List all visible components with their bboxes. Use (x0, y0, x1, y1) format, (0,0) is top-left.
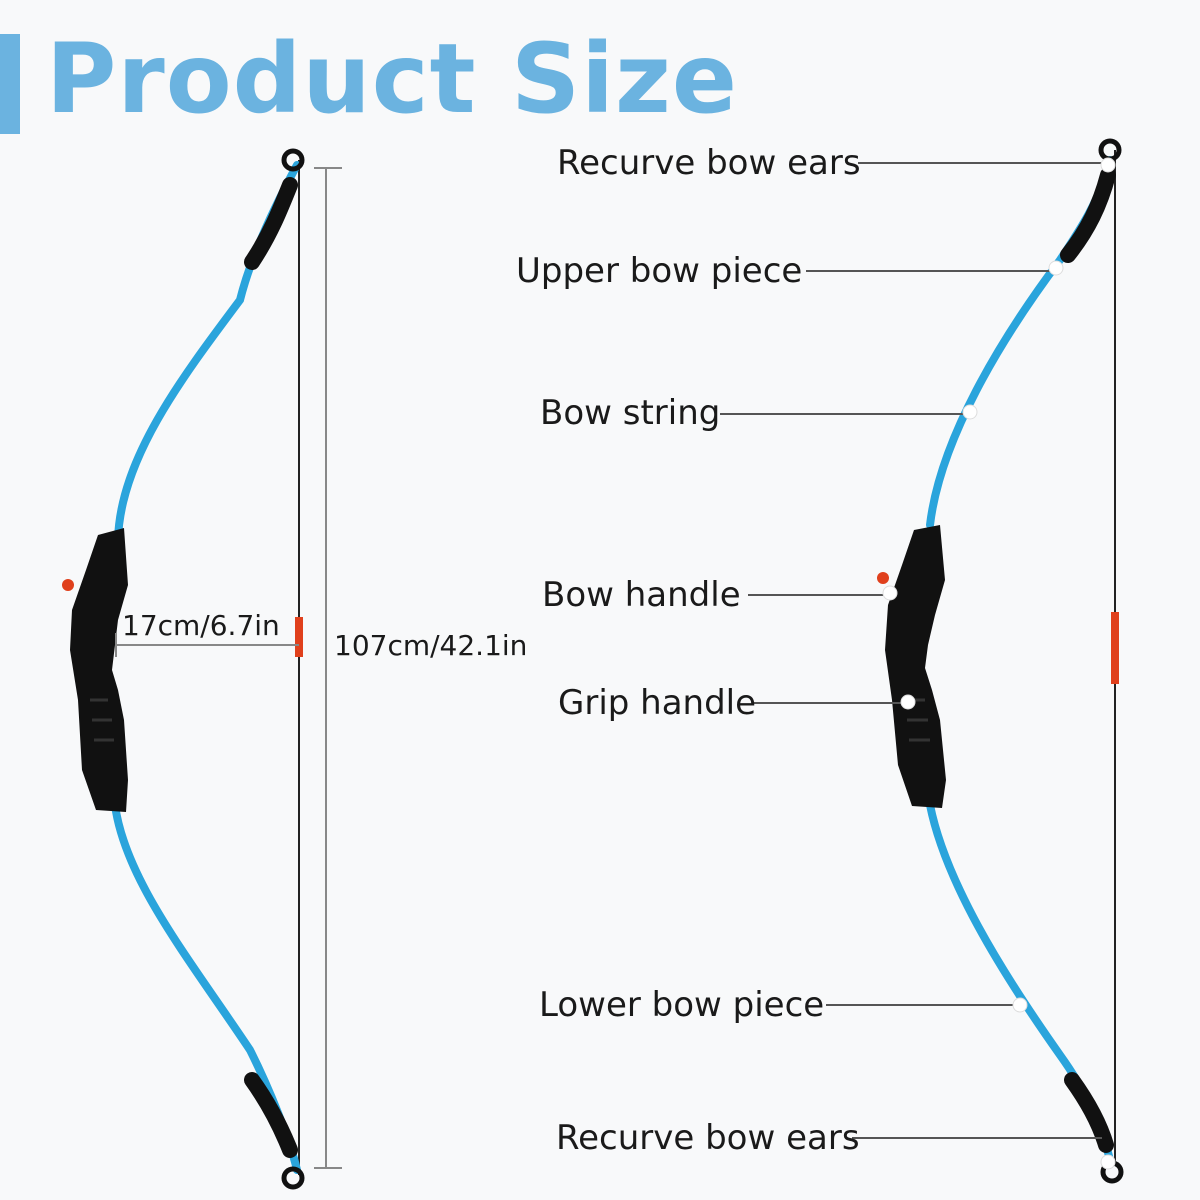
label-bow-handle: Bow handle (542, 575, 741, 615)
label-grip-handle: Grip handle (558, 683, 757, 723)
left-bottom-tip (244, 1072, 298, 1158)
left-top-ear (281, 148, 305, 172)
left-arrow-rest (62, 579, 74, 591)
marker-recurve-bottom (1100, 1154, 1116, 1170)
marker-grip (900, 694, 916, 710)
left-grip-texture (90, 698, 114, 742)
label-recurve-bow-ears-bottom: Recurve bow ears (556, 1118, 860, 1158)
right-upper-limb (926, 156, 1114, 529)
marker-handle (882, 585, 898, 601)
right-bottom-tip (1064, 1072, 1114, 1153)
title-accent-bar (0, 34, 20, 134)
marker-recurve-top (1100, 157, 1116, 173)
label-upper-bow-piece: Upper bow piece (516, 251, 803, 291)
left-bottom-ear (281, 1166, 305, 1190)
right-riser (885, 525, 946, 808)
height-dimension-label: 107cm/42.1in (334, 629, 528, 662)
right-top-tip (1060, 167, 1116, 263)
label-bow-string: Bow string (540, 393, 721, 433)
right-nock-point (1111, 612, 1119, 684)
left-bow (62, 148, 342, 1190)
right-arrow-rest (877, 572, 889, 584)
left-top-tip (244, 177, 298, 270)
label-recurve-bow-ears-top: Recurve bow ears (557, 143, 861, 183)
left-nock-point (295, 617, 303, 657)
right-bow (720, 138, 1124, 1184)
label-lower-bow-piece: Lower bow piece (539, 985, 825, 1025)
marker-lower-piece (1012, 997, 1028, 1013)
marker-upper-piece (1048, 260, 1064, 276)
marker-string (962, 404, 978, 420)
page-title: Product Size (46, 23, 738, 135)
width-dimension-label: 17cm/6.7in (122, 609, 280, 642)
left-riser (70, 528, 128, 812)
